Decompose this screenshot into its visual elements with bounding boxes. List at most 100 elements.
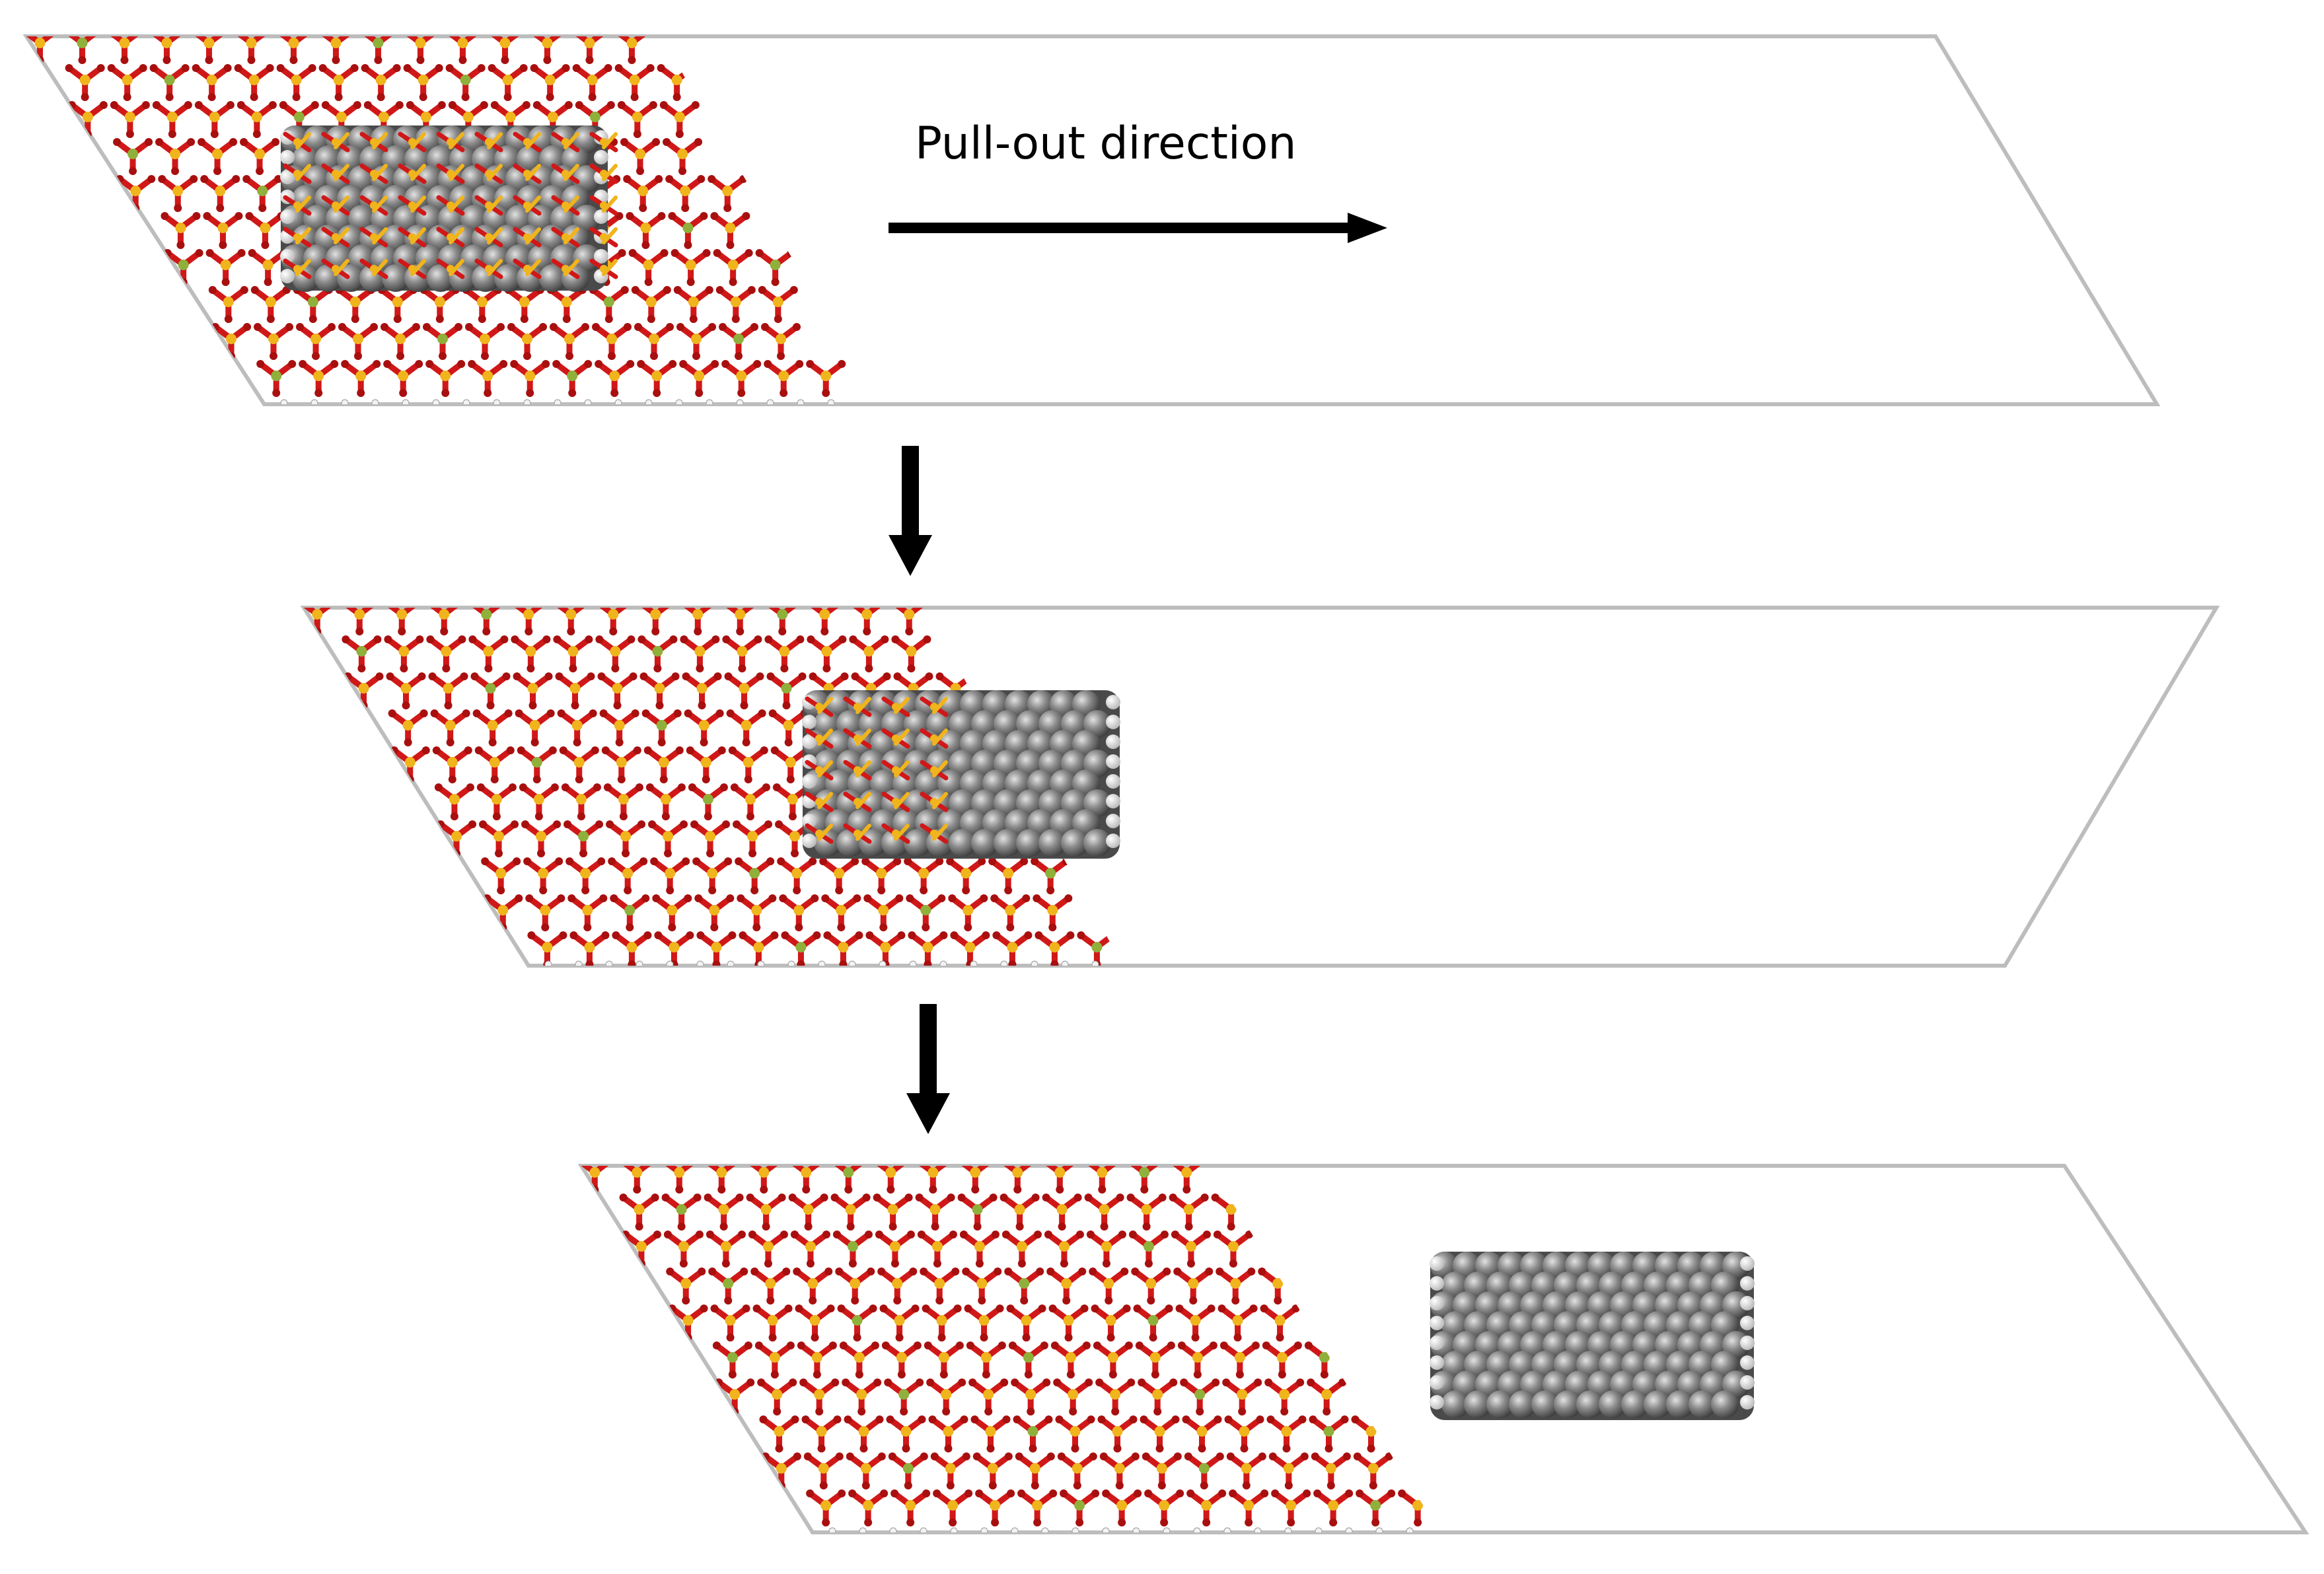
silicon-atom: [497, 905, 509, 915]
silicon-atom: [1141, 1204, 1152, 1215]
oxygen-atom: [666, 323, 674, 331]
silicon-atom: [1196, 1426, 1208, 1437]
oxygen-atom: [1216, 1452, 1224, 1460]
oxygen-atom: [630, 93, 639, 101]
oxygen-atom: [659, 101, 668, 109]
oxygen-atom: [746, 812, 754, 820]
silicon-atom: [990, 1500, 1001, 1511]
oxygen-atom: [468, 635, 477, 643]
oxygen-atom: [637, 360, 645, 368]
silicon-atom: [803, 1204, 814, 1215]
silicon-atom: [1110, 1389, 1121, 1400]
oxygen-atom: [830, 1194, 839, 1201]
oxygen-atom: [822, 1231, 830, 1238]
oxygen-atom: [622, 849, 630, 857]
oxygen-atom: [823, 931, 832, 939]
oxygen-atom: [450, 812, 458, 820]
oxygen-atom: [557, 709, 565, 717]
silicon-atom: [1185, 1241, 1196, 1252]
oxygen-atom: [888, 1452, 896, 1460]
oxygen-atom: [1260, 1489, 1269, 1497]
oxygen-atom: [1042, 1378, 1051, 1386]
oxygen-atom: [647, 315, 655, 323]
oxygen-atom: [1351, 1415, 1360, 1423]
oxygen-atom: [626, 360, 635, 368]
oxygen-atom: [775, 1445, 783, 1452]
oxygen-atom: [957, 1194, 966, 1201]
cap-hydrogen: [1106, 715, 1120, 729]
oxygen-atom: [1251, 1341, 1260, 1349]
silicon-atom: [815, 830, 823, 838]
oxygen-atom: [635, 783, 643, 791]
oxygen-atom: [815, 1408, 824, 1415]
silicon-atom: [542, 38, 553, 48]
hydrogen-atom: [879, 960, 887, 966]
oxygen-atom: [1191, 1334, 1200, 1341]
oxygen-atom: [1229, 1489, 1237, 1497]
oxygen-atom: [1008, 960, 1017, 966]
oxygen-atom: [612, 27, 620, 35]
oxygen-atom: [773, 1408, 781, 1415]
oxygen-atom: [1271, 1489, 1280, 1497]
silicon-atom: [1286, 1500, 1297, 1511]
oxygen-atom: [1077, 931, 1085, 939]
oxygen-atom: [702, 249, 711, 257]
silicon-atom: [858, 1426, 869, 1437]
oxygen-atom: [421, 746, 430, 754]
oxygen-atom: [400, 27, 408, 35]
oxygen-atom: [1140, 1186, 1149, 1194]
oxygen-atom: [881, 635, 889, 643]
silicon-atom: [733, 334, 744, 344]
oxygen-atom: [276, 64, 285, 72]
oxygen-atom: [994, 1268, 1002, 1275]
silicon-atom: [542, 942, 553, 952]
oxygen-atom: [575, 775, 583, 783]
silicon-atom: [850, 1278, 861, 1289]
oxygen-atom: [691, 101, 700, 109]
cap-hydrogen: [802, 834, 817, 848]
oxygen-atom: [1055, 1415, 1064, 1423]
oxygen-atom: [1029, 1157, 1037, 1164]
silicon-atom: [531, 757, 542, 768]
oxygen-atom: [744, 1341, 752, 1349]
oxygen-atom: [631, 709, 639, 717]
oxygen-atom: [599, 709, 608, 717]
oxygen-atom: [712, 1341, 721, 1349]
oxygen-atom: [675, 746, 684, 754]
carbon-atom: [1531, 1390, 1559, 1418]
oxygen-atom: [803, 1452, 812, 1460]
silicon-atom: [1156, 1463, 1167, 1474]
oxygen-atom: [752, 598, 760, 606]
oxygen-atom: [672, 93, 681, 101]
oxygen-atom: [869, 1305, 877, 1312]
oxygen-atom: [1307, 1378, 1315, 1386]
silicon-atom: [938, 1352, 949, 1363]
oxygen-atom: [735, 857, 743, 865]
oxygen-atom: [363, 101, 372, 109]
silicon-atom: [853, 766, 861, 774]
oxygen-atom: [761, 323, 770, 331]
oxygen-atom: [448, 775, 456, 783]
oxygen-atom: [677, 783, 686, 791]
oxygen-atom: [256, 360, 265, 368]
silicon-atom: [491, 794, 502, 805]
oxygen-atom: [247, 56, 256, 64]
oxygen-atom: [924, 1341, 932, 1349]
silicon-atom: [987, 1463, 998, 1474]
oxygen-atom: [532, 775, 541, 783]
oxygen-atom: [430, 709, 439, 717]
silicon-atom: [1237, 1389, 1248, 1400]
oxygen-atom: [811, 894, 819, 902]
oxygen-atom: [669, 360, 677, 368]
oxygen-atom: [400, 664, 408, 672]
oxygen-atom: [777, 857, 785, 865]
silicon-atom: [758, 1167, 770, 1178]
oxygen-atom: [1017, 1260, 1026, 1268]
oxygen-atom: [625, 598, 633, 606]
stage-2-nanotube: [802, 690, 1120, 859]
oxygen-atom: [1118, 1519, 1126, 1526]
oxygen-atom: [907, 664, 916, 672]
oxygen-atom: [857, 1408, 866, 1415]
oxygen-atom: [1173, 1268, 1182, 1275]
hydrogen-atom: [797, 399, 805, 404]
